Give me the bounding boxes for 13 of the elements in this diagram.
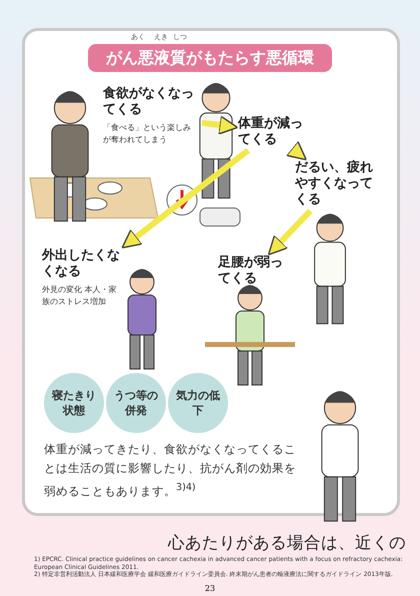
page-number: 23 bbox=[204, 584, 216, 594]
stage-heading: 体重が減ってくる bbox=[238, 116, 304, 148]
stage-note: 「食べる」という楽しみが奪われてしまう bbox=[103, 122, 192, 146]
note-text: 体重が減ってきたり、食欲がなくなってくることは生活の質に影響したり、抗がん剤の効果を弱めることもあります。$^{3)4)}$ bbox=[44, 441, 296, 500]
stage-heading: 足腰が弱ってくる bbox=[218, 255, 284, 287]
arrow bbox=[286, 140, 307, 160]
title-banner: がん悪液質がもたらす悪循環 bbox=[88, 44, 332, 72]
stage-heading: 食欲がなくなってくる bbox=[103, 86, 195, 118]
stage-heading: 外出したくなくなる bbox=[42, 248, 121, 280]
stage-note: 外見の変化 本人・家族のストレス増加 bbox=[42, 284, 118, 308]
arrow bbox=[268, 208, 312, 256]
section-heading: 心あたりがある場合は、近くの bbox=[168, 532, 407, 554]
stage-heading: だるい、疲れやすくなってくる bbox=[295, 160, 374, 208]
